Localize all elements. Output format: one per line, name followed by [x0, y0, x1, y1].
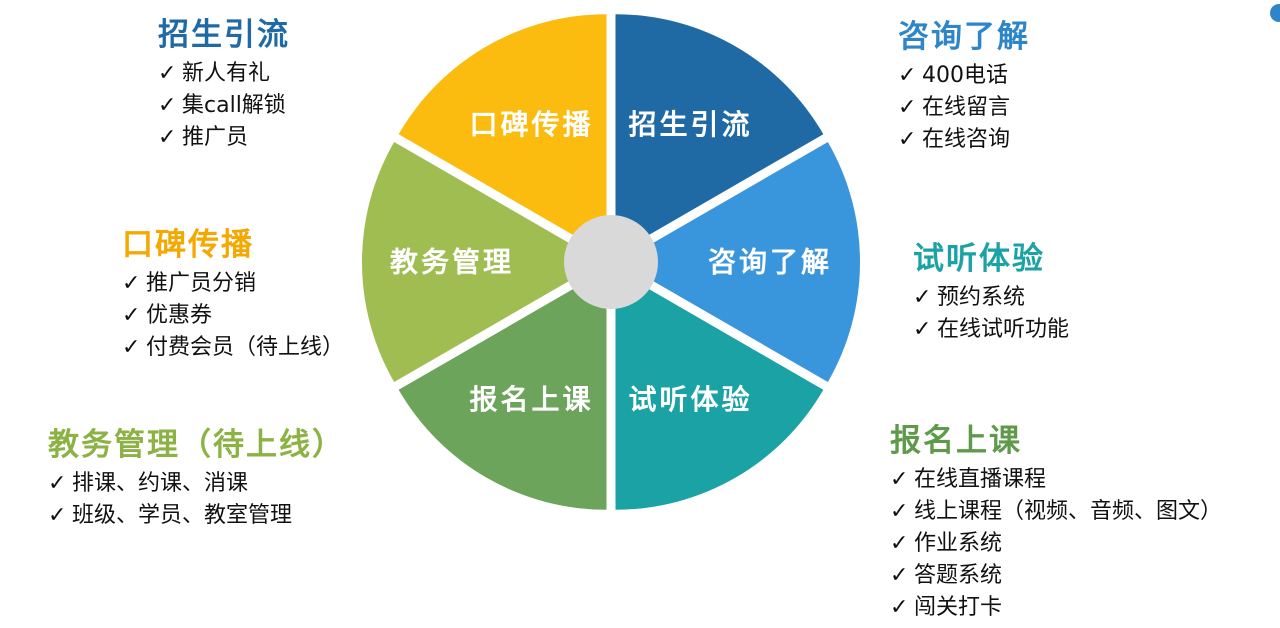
checklist-item-text: 在线咨询: [922, 127, 1011, 152]
checklist-item-text: 新人有礼: [182, 61, 271, 86]
wheel-segment: [615, 14, 824, 252]
wheel-segment-label: 招生引流: [628, 108, 752, 141]
wheel-segment: [615, 272, 824, 510]
check-icon: ✓: [913, 317, 932, 342]
wheel-segment-label: 教务管理: [390, 246, 514, 279]
checklist-item: ✓推广员: [158, 122, 290, 154]
checklist-item: ✓400电话: [898, 60, 1030, 92]
checklist-item-text: 班级、学员、教室管理: [72, 503, 293, 528]
check-icon: ✓: [122, 271, 141, 296]
group-jiaowu: 教务管理（待上线） ✓排课、约课、消课✓班级、学员、教室管理: [48, 426, 345, 532]
checklist-item-text: 预约系统: [937, 285, 1026, 310]
checklist-item: ✓在线咨询: [898, 124, 1030, 156]
checklist-item-text: 付费会员（待上线）: [146, 335, 345, 360]
wheel-segment-label: 咨询了解: [708, 246, 832, 279]
wheel-segment-label: 试听体验: [628, 383, 752, 416]
check-icon: ✓: [898, 63, 917, 88]
check-icon: ✓: [890, 531, 909, 556]
checklist-item: ✓预约系统: [913, 282, 1069, 314]
checklist-item-text: 作业系统: [914, 531, 1003, 556]
check-icon: ✓: [158, 125, 177, 150]
wheel-segment: [398, 14, 607, 252]
group-shiting-title: 试听体验: [913, 241, 1045, 277]
wheel-segment-label: 报名上课: [469, 383, 593, 416]
checklist-item-text: 推广员: [182, 125, 249, 150]
group-shiting: 试听体验 ✓预约系统✓在线试听功能: [913, 240, 1069, 346]
group-zixun-title: 咨询了解: [898, 19, 1030, 55]
checklist-item-text: 在线试听功能: [937, 317, 1070, 342]
checklist-item: ✓排课、约课、消课: [48, 468, 345, 500]
checklist-item: ✓答题系统: [890, 560, 1222, 592]
group-baoming-title: 报名上课: [890, 423, 1022, 459]
group-jiaowu-title: 教务管理（待上线）: [48, 427, 345, 463]
checklist-item-text: 线上课程（视频、音频、图文）: [914, 499, 1223, 524]
check-icon: ✓: [890, 595, 909, 620]
check-icon: ✓: [122, 335, 141, 360]
group-zhaosheng-title: 招生引流: [158, 17, 290, 53]
checklist-item: ✓在线留言: [898, 92, 1030, 124]
checklist-item: ✓在线直播课程: [890, 464, 1222, 496]
checklist-item: ✓闯关打卡: [890, 592, 1222, 624]
wheel-center-hub: [564, 215, 658, 309]
checklist-item-text: 400电话: [922, 63, 1008, 88]
group-baoming: 报名上课 ✓在线直播课程✓线上课程（视频、音频、图文）✓作业系统✓答题系统✓闯关…: [890, 422, 1222, 624]
checklist-item: ✓作业系统: [890, 528, 1222, 560]
corner-dot-icon: [1270, 4, 1280, 22]
checklist-item-text: 集call解锁: [182, 93, 286, 118]
group-koubei-list: ✓推广员分销✓优惠券✓付费会员（待上线）: [122, 268, 344, 364]
checklist-item: ✓在线试听功能: [913, 314, 1069, 346]
checklist-item: ✓线上课程（视频、音频、图文）: [890, 496, 1222, 528]
checklist-item-text: 推广员分销: [146, 271, 257, 296]
check-icon: ✓: [48, 471, 67, 496]
group-zixun: 咨询了解 ✓400电话✓在线留言✓在线咨询: [898, 18, 1030, 156]
check-icon: ✓: [898, 127, 917, 152]
wheel-segment: [362, 142, 597, 382]
wheel-segment: [625, 142, 860, 382]
group-koubei-title: 口碑传播: [122, 227, 254, 263]
group-baoming-list: ✓在线直播课程✓线上课程（视频、音频、图文）✓作业系统✓答题系统✓闯关打卡: [890, 464, 1222, 624]
check-icon: ✓: [913, 285, 932, 310]
checklist-item-text: 在线留言: [922, 95, 1011, 120]
check-icon: ✓: [890, 563, 909, 588]
checklist-item-text: 在线直播课程: [914, 467, 1047, 492]
check-icon: ✓: [48, 503, 67, 528]
checklist-item-text: 答题系统: [914, 563, 1003, 588]
checklist-item-text: 优惠券: [146, 303, 213, 328]
check-icon: ✓: [158, 61, 177, 86]
check-icon: ✓: [890, 467, 909, 492]
group-koubei: 口碑传播 ✓推广员分销✓优惠券✓付费会员（待上线）: [122, 226, 344, 364]
group-zhaosheng-list: ✓新人有礼✓集call解锁✓推广员: [158, 58, 290, 154]
wheel-segment-label: 口碑传播: [469, 108, 593, 141]
checklist-item-text: 闯关打卡: [914, 595, 1003, 620]
group-jiaowu-list: ✓排课、约课、消课✓班级、学员、教室管理: [48, 468, 345, 532]
checklist-item: ✓优惠券: [122, 300, 344, 332]
wheel-segment: [398, 272, 607, 510]
checklist-item: ✓班级、学员、教室管理: [48, 500, 345, 532]
check-icon: ✓: [898, 95, 917, 120]
checklist-item-text: 排课、约课、消课: [72, 471, 249, 496]
checklist-item: ✓集call解锁: [158, 90, 290, 122]
checklist-item: ✓推广员分销: [122, 268, 344, 300]
group-zixun-list: ✓400电话✓在线留言✓在线咨询: [898, 60, 1030, 156]
check-icon: ✓: [158, 93, 177, 118]
checklist-item: ✓新人有礼: [158, 58, 290, 90]
check-icon: ✓: [890, 499, 909, 524]
group-shiting-list: ✓预约系统✓在线试听功能: [913, 282, 1069, 346]
checklist-item: ✓付费会员（待上线）: [122, 332, 344, 364]
group-zhaosheng: 招生引流 ✓新人有礼✓集call解锁✓推广员: [158, 16, 290, 154]
check-icon: ✓: [122, 303, 141, 328]
